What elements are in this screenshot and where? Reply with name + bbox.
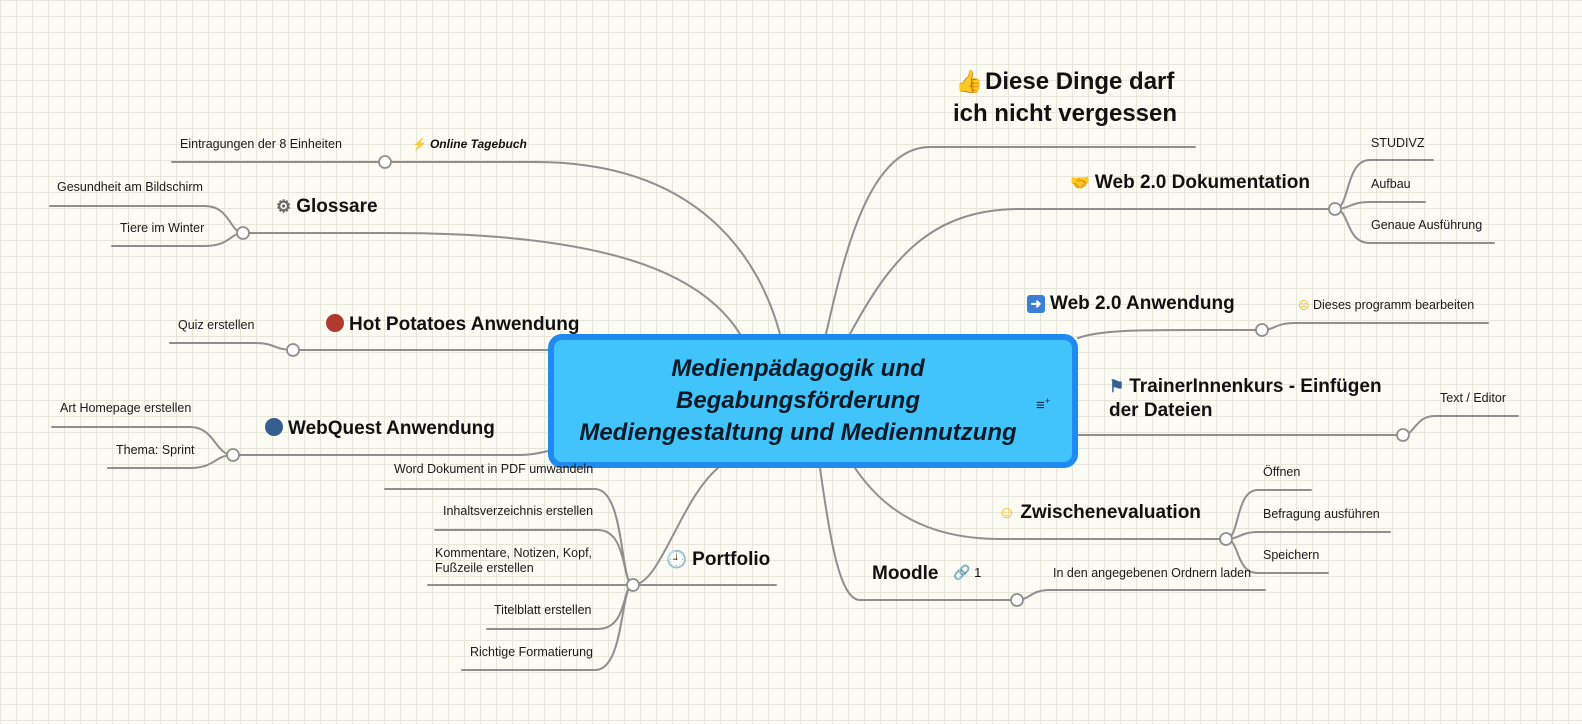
topic-zwischen-label: Zwischenevaluation	[1020, 502, 1201, 523]
topic-web20-anwendung-label: Web 2.0 Anwendung	[1050, 293, 1235, 314]
subtopic-tiere-im-winter[interactable]: Tiere im Winter	[120, 221, 205, 235]
lightning-icon: ⚡	[412, 137, 427, 151]
thumbs-up-icon: 👍	[955, 69, 983, 94]
subtopic-oeffnen[interactable]: Öffnen	[1263, 465, 1301, 479]
clock-icon: 🕘	[666, 550, 688, 569]
topic-diese-dinge[interactable]: 👍Diese Dinge darf ich nicht vergessen	[940, 66, 1190, 130]
link-count: 1	[974, 565, 982, 580]
handshake-icon: 🤝	[1070, 175, 1090, 192]
collapse-handle	[236, 226, 250, 240]
frown-icon: ☹	[1298, 300, 1310, 312]
collapse-handle	[1010, 593, 1024, 607]
collapse-handle	[1255, 323, 1269, 337]
topic-webquest[interactable]: WebQuest Anwendung	[265, 418, 495, 441]
topic-online-tagebuch[interactable]: ⚡Online Tagebuch	[412, 137, 527, 151]
red-dot-icon	[326, 314, 344, 332]
topic-web20-dokumentation[interactable]: 🤝Web 2.0 Dokumentation	[1070, 172, 1310, 195]
subtopic-speichern[interactable]: Speichern	[1263, 548, 1320, 562]
collapse-handle	[1396, 428, 1410, 442]
collapse-handle	[226, 448, 240, 462]
blue-dot-icon	[265, 418, 283, 436]
subtopic-thema-sprint[interactable]: Thema: Sprint	[116, 443, 195, 457]
subtopic-titelblatt[interactable]: Titelblatt erstellen	[494, 603, 592, 617]
topic-hot-potatoes[interactable]: Hot Potatoes Anwendung	[326, 314, 579, 337]
subtopic-dieses-programm-label: Dieses programm bearbeiten	[1312, 298, 1475, 312]
subtopic-quiz-erstellen[interactable]: Quiz erstellen	[178, 318, 255, 332]
smiley-icon: ☺	[998, 503, 1016, 522]
subtopic-befragung[interactable]: Befragung ausführen	[1263, 507, 1380, 521]
topic-moodle[interactable]: Moodle	[872, 563, 939, 586]
subtopic-aufbau[interactable]: Aufbau	[1371, 177, 1411, 191]
flag-icon: ⚑	[1109, 377, 1125, 396]
topic-webquest-label: WebQuest Anwendung	[288, 418, 495, 439]
topic-moodle-label: Moodle	[872, 563, 939, 584]
collapse-handle	[626, 578, 640, 592]
collapse-handle	[1328, 202, 1342, 216]
subtopic-gesundheit[interactable]: Gesundheit am Bildschirm	[57, 180, 203, 194]
topic-trainer-label: TrainerInnenkurs - Einfügen der Dateien	[1109, 376, 1382, 421]
subtopic-eintragungen[interactable]: Eintragungen der 8 Einheiten	[180, 137, 342, 151]
link-badge[interactable]: 🔗 1	[953, 564, 981, 581]
subtopic-formatierung[interactable]: Richtige Formatierung	[470, 645, 593, 659]
topic-hot-potatoes-label: Hot Potatoes Anwendung	[349, 314, 580, 335]
topic-online-tagebuch-label: Online Tagebuch	[429, 137, 527, 151]
subtopic-art-homepage[interactable]: Art Homepage erstellen	[60, 401, 192, 415]
subtopic-kommentare[interactable]: Kommentare, Notizen, Kopf, Fußzeile erst…	[435, 546, 593, 575]
central-topic[interactable]: Medienpädagogik und Begabungsförderung M…	[548, 334, 1078, 468]
topic-diese-dinge-label: Diese Dinge darf ich nicht vergessen	[952, 68, 1178, 127]
notes-icon[interactable]: ≡+	[1035, 396, 1050, 414]
topic-trainerinnenkurs[interactable]: ⚑TrainerInnenkurs - Einfügen der Dateien	[1109, 375, 1399, 423]
topic-portfolio[interactable]: 🕘Portfolio	[666, 549, 770, 572]
topic-web20-anwendung[interactable]: ➜ Web 2.0 Anwendung	[1027, 293, 1235, 316]
topic-glossare-label: Glossare	[296, 196, 378, 217]
subtopic-genaue-ausfuehrung[interactable]: Genaue Ausführung	[1371, 218, 1483, 232]
subtopic-studivz[interactable]: STUDIVZ	[1371, 136, 1425, 150]
topic-web20-doku-label: Web 2.0 Dokumentation	[1094, 172, 1310, 193]
collapse-handle	[286, 343, 300, 357]
topic-portfolio-label: Portfolio	[692, 549, 771, 570]
subtopic-inhaltsverzeichnis[interactable]: Inhaltsverzeichnis erstellen	[443, 504, 594, 518]
collapse-handle	[1219, 532, 1233, 546]
link-icon: 🔗	[953, 564, 971, 580]
central-topic-title: Medienpädagogik und Begabungsförderung M…	[579, 355, 1017, 446]
subtopic-ordner-laden[interactable]: In den angegebenen Ordnern laden	[1053, 566, 1252, 580]
subtopic-text-editor[interactable]: Text / Editor	[1440, 391, 1506, 405]
subtopic-dieses-programm[interactable]: ☹ Dieses programm bearbeiten	[1298, 298, 1474, 313]
collapse-handle	[378, 155, 392, 169]
subtopic-word-pdf[interactable]: Word Dokument in PDF umwandeln	[394, 462, 594, 476]
arrow-right-icon: ➜	[1027, 295, 1045, 313]
topic-glossare[interactable]: ⚙Glossare	[276, 196, 378, 219]
gear-icon: ⚙	[276, 197, 292, 216]
topic-zwischenevaluation[interactable]: ☺Zwischenevaluation	[998, 502, 1201, 525]
